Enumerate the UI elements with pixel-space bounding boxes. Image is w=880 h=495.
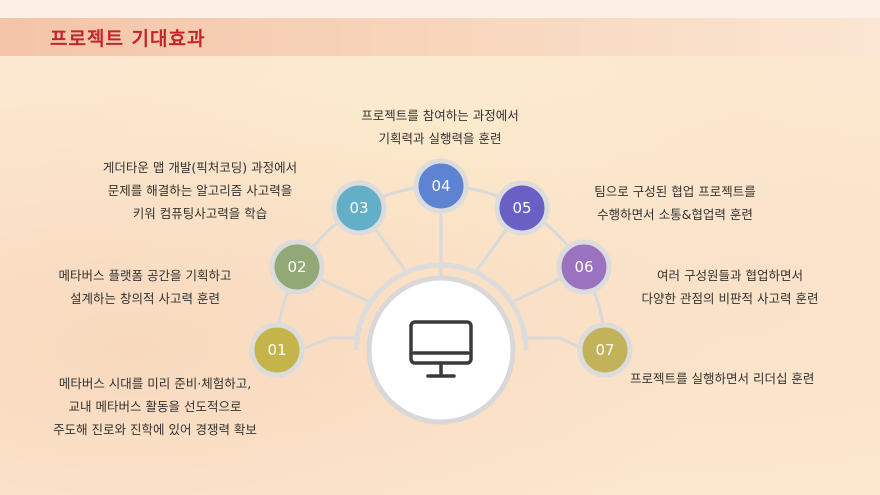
desc-01-line-1: 메타버스 시대를 미리 준비·체험하고, — [58, 376, 252, 391]
inner-arc — [353, 262, 529, 351]
desc-06-line-1: 여러 구성원들과 협업하면서 — [657, 268, 803, 283]
desc-05-line-2: 수행하면서 소통&협업력 훈련 — [597, 207, 753, 222]
node-number-03: 03 — [349, 199, 369, 217]
connector-02 — [317, 276, 371, 304]
desc-04-line-1: 프로젝트를 참여하는 과정에서 — [361, 108, 519, 123]
connector-01 — [299, 336, 360, 352]
center-circle — [366, 275, 516, 425]
connector-03 — [368, 221, 407, 271]
desc-07: 프로젝트를 실행하면서 리더십 훈련 — [630, 367, 870, 390]
node-number-04: 04 — [431, 177, 451, 195]
desc-06-line-2: 다양한 관점의 비판적 사고력 훈련 — [641, 291, 819, 306]
title-banner — [0, 18, 880, 56]
connector-06 — [511, 276, 563, 304]
node-circle-02 — [269, 239, 325, 295]
node-circle-01 — [249, 322, 305, 378]
desc-01-line-3: 주도해 진로와 진학에 있어 경쟁력 확보 — [53, 422, 257, 437]
node-circle-04 — [413, 158, 469, 214]
connector-07 — [522, 336, 586, 352]
desc-03: 게더타운 맵 개발(픽처코딩) 과정에서 문제를 해결하는 알고리즘 사고력을 … — [70, 156, 330, 225]
node-number-02: 02 — [287, 258, 307, 276]
node-number-06: 06 — [574, 258, 594, 276]
desc-06: 여러 구성원들과 협업하면서 다양한 관점의 비판적 사고력 훈련 — [610, 264, 850, 310]
top-strip — [0, 0, 880, 18]
node-number-01: 01 — [267, 341, 287, 359]
desc-04-line-2: 기획력과 실행력을 훈련 — [378, 131, 502, 146]
desc-02: 메타버스 플랫폼 공간을 기획하고 설계하는 창의적 사고력 훈련 — [30, 264, 260, 310]
desc-07-line-1: 프로젝트를 실행하면서 리더십 훈련 — [630, 371, 815, 386]
node-circle-05 — [494, 180, 550, 236]
desc-02-line-1: 메타버스 플랫폼 공간을 기획하고 — [58, 268, 232, 283]
desc-02-line-2: 설계하는 창의적 사고력 훈련 — [70, 291, 220, 306]
desc-05: 팀으로 구성된 협업 프로젝트를 수행하면서 소통&협업력 훈련 — [560, 180, 790, 226]
desc-05-line-1: 팀으로 구성된 협업 프로젝트를 — [594, 184, 756, 199]
desc-03-line-1: 게더타운 맵 개발(픽처코딩) 과정에서 — [102, 160, 298, 175]
node-number-05: 05 — [512, 199, 532, 217]
desc-03-line-3: 키워 컴퓨팅사고력을 학습 — [132, 206, 268, 221]
node-circle-07 — [577, 322, 633, 378]
node-circle-06 — [556, 239, 612, 295]
node-circle-03 — [331, 180, 387, 236]
page-title: 프로젝트 기대효과 — [50, 28, 206, 50]
computer-monitor-icon — [409, 320, 473, 378]
desc-01-line-2: 교내 메타버스 활동을 선도적으로 — [68, 399, 242, 414]
node-circles — [249, 158, 633, 378]
desc-03-line-2: 문제를 해결하는 알고리즘 사고력을 — [107, 183, 293, 198]
node-number-07: 07 — [595, 341, 615, 359]
desc-01: 메타버스 시대를 미리 준비·체험하고, 교내 메타버스 활동을 선도적으로 주… — [25, 372, 285, 441]
desc-04: 프로젝트를 참여하는 과정에서 기획력과 실행력을 훈련 — [320, 104, 560, 150]
